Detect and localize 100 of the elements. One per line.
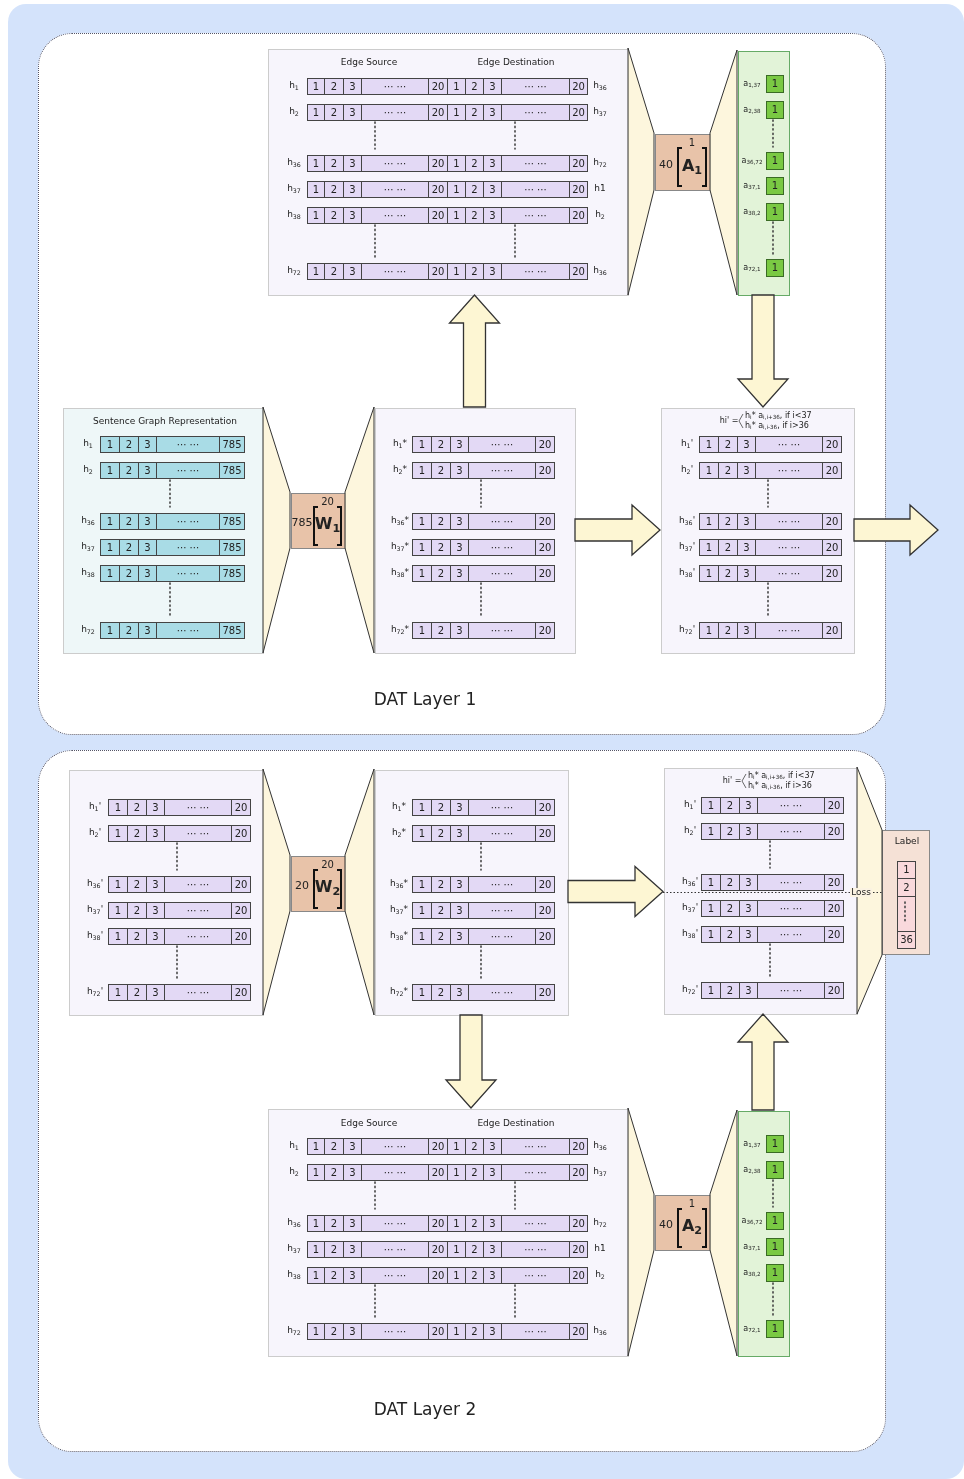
matrix-cell: 2 bbox=[324, 1215, 344, 1232]
matrix-cell: 2 bbox=[119, 462, 139, 479]
column-heading: Label bbox=[894, 837, 920, 847]
matrix-cell: 20 bbox=[535, 436, 555, 453]
matrix-cell: 2 bbox=[324, 207, 344, 224]
matrix-cell: 2 bbox=[720, 982, 740, 999]
attention-label: a$_{37,1}$ bbox=[743, 181, 761, 191]
row-label: h$_{1}$' bbox=[88, 802, 102, 812]
matrix-cell: ··· ··· bbox=[361, 78, 429, 95]
matrix-cell: 1 bbox=[307, 207, 325, 224]
matrix-cell: ··· ··· bbox=[501, 1138, 570, 1155]
row-label: h$_{36}$ bbox=[593, 81, 607, 91]
matrix-cell: 20 bbox=[824, 874, 844, 891]
block-arrow bbox=[444, 1014, 498, 1109]
row-label: h$_{37}$ bbox=[287, 184, 301, 194]
layer-title: DAT Layer 1 bbox=[373, 689, 477, 709]
row-label: h$_{36}$* bbox=[390, 516, 410, 526]
matrix-cell: ··· ··· bbox=[501, 207, 570, 224]
matrix-cell: 1 bbox=[699, 462, 719, 479]
matrix-cell: ··· ··· bbox=[501, 1215, 570, 1232]
matrix-cell: ··· ··· bbox=[361, 263, 429, 280]
row-label: h$_{36}$ bbox=[287, 158, 301, 168]
matrix-cell: ··· ··· bbox=[468, 799, 536, 816]
row-label: h$_{37}$ bbox=[593, 1167, 607, 1177]
row-label: h$_{36}$' bbox=[681, 877, 699, 887]
row-label: h$_{2}$' bbox=[88, 828, 102, 838]
attention-cell: 1 bbox=[766, 75, 784, 93]
column-heading: Edge Source bbox=[340, 58, 398, 68]
attention-label: a$_{2,38}$ bbox=[743, 105, 761, 115]
matrix-cell: 2 bbox=[324, 104, 344, 121]
matrix-cell: ··· ··· bbox=[468, 876, 536, 893]
row-label: h$_{38}$ bbox=[81, 568, 95, 578]
matrix-cell: 20 bbox=[428, 155, 448, 172]
matrix-cell: 1 bbox=[412, 984, 432, 1001]
attention-label: a$_{36,72}$ bbox=[741, 1216, 763, 1226]
attention-cell: 1 bbox=[766, 1161, 784, 1179]
row-label: h$_{38}$' bbox=[678, 568, 696, 578]
matrix-cell: 20 bbox=[824, 823, 844, 840]
formula-text: hi' = bbox=[719, 416, 739, 426]
row-label: h$_{1}$' bbox=[683, 800, 697, 810]
matrix-cell: 785 bbox=[219, 539, 245, 556]
matrix-cell: 2 bbox=[127, 984, 147, 1001]
matrix-cell: 20 bbox=[428, 181, 448, 198]
row-label: h$_{72}$ bbox=[593, 1218, 607, 1228]
matrix-cell: 1 bbox=[412, 539, 432, 556]
matrix-cell: ··· ··· bbox=[156, 539, 220, 556]
attention-label: a$_{37,1}$ bbox=[743, 1242, 761, 1252]
attention-cell: 1 bbox=[766, 1320, 784, 1338]
matrix-cell: ··· ··· bbox=[468, 539, 536, 556]
matrix-cell: 20 bbox=[569, 1267, 588, 1284]
column-heading: Edge Destination bbox=[477, 1119, 555, 1129]
matrix-cell: 1 bbox=[100, 565, 120, 582]
weight-matrix-box bbox=[291, 493, 346, 549]
matrix-cell: ··· ··· bbox=[361, 207, 429, 224]
matrix-cell: 20 bbox=[231, 876, 251, 893]
matrix-panel bbox=[375, 770, 569, 1016]
matrix-cell: 2 bbox=[720, 797, 740, 814]
block-arrow bbox=[567, 865, 664, 918]
matrix-cell: 2 bbox=[431, 513, 451, 530]
dimension-number: 1 bbox=[688, 136, 696, 148]
matrix-panel bbox=[661, 408, 855, 654]
matrix-cell: ··· ··· bbox=[755, 513, 823, 530]
matrix-cell: 20 bbox=[428, 78, 448, 95]
matrix-cell: ··· ··· bbox=[361, 155, 429, 172]
matrix-cell: 1 bbox=[699, 565, 719, 582]
vector-cell: 1 bbox=[897, 861, 916, 879]
matrix-cell: 1 bbox=[412, 622, 432, 639]
layer-title: DAT Layer 2 bbox=[373, 1399, 477, 1419]
row-label: h$_{37}$* bbox=[390, 542, 410, 552]
row-label: h$_{72}$* bbox=[390, 625, 410, 635]
matrix-cell: ··· ··· bbox=[156, 565, 220, 582]
attention-label: a$_{1,37}$ bbox=[743, 1139, 761, 1149]
matrix-cell: ··· ··· bbox=[501, 263, 570, 280]
funnel-connector bbox=[344, 406, 375, 654]
matrix-cell: 1 bbox=[307, 1138, 325, 1155]
matrix-cell: 1 bbox=[307, 1215, 325, 1232]
matrix-cell: 1 bbox=[701, 874, 721, 891]
matrix-cell: 20 bbox=[231, 825, 251, 842]
weight-symbol: A$_{2}$ bbox=[681, 1217, 703, 1235]
matrix-cell: 20 bbox=[535, 825, 555, 842]
attention-cell: 1 bbox=[766, 101, 784, 119]
matrix-cell: ··· ··· bbox=[156, 622, 220, 639]
row-label: h$_{72}$ bbox=[81, 625, 95, 635]
matrix-cell: ··· ··· bbox=[755, 436, 823, 453]
matrix-cell: ··· ··· bbox=[468, 928, 536, 945]
matrix-cell: 1 bbox=[412, 876, 432, 893]
row-label: h$_{72}$ bbox=[593, 158, 607, 168]
matrix-cell: 1 bbox=[699, 622, 719, 639]
matrix-cell: 1 bbox=[701, 797, 721, 814]
funnel-connector bbox=[709, 49, 738, 296]
matrix-cell: 1 bbox=[108, 825, 128, 842]
matrix-cell: 20 bbox=[824, 982, 844, 999]
row-label: h$_{36}$ bbox=[81, 516, 95, 526]
row-label: h$_{38}$' bbox=[86, 931, 104, 941]
matrix-cell: 1 bbox=[701, 823, 721, 840]
matrix-cell: ··· ··· bbox=[757, 900, 825, 917]
matrix-cell: ··· ··· bbox=[468, 902, 536, 919]
matrix-cell: 1 bbox=[701, 900, 721, 917]
row-label: h$_{2}$* bbox=[392, 465, 408, 475]
row-label: h$_{36}$ bbox=[593, 266, 607, 276]
